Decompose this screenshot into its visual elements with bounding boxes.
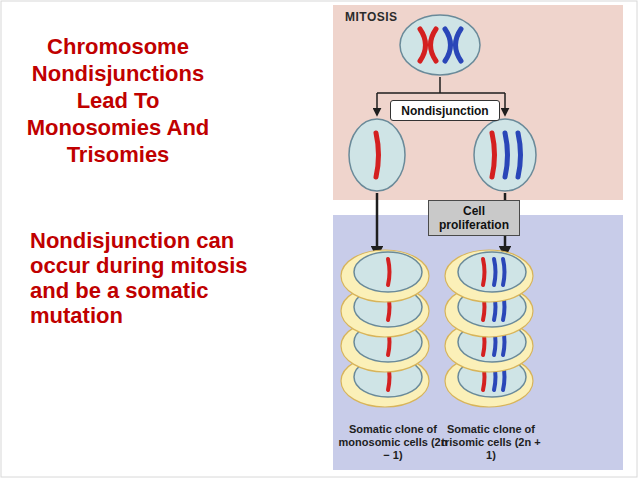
- trisomic-clone: [445, 250, 533, 407]
- bracket-stem: [439, 77, 441, 93]
- stage-panel: Somatic clone of monosomic cells (2n − 1…: [333, 215, 623, 470]
- process-label-box: Nondisjunction: [390, 100, 500, 121]
- trisomic-cell: [474, 119, 536, 191]
- node-label: Somatic clone of monosomic cells (2n − 1…: [337, 423, 449, 462]
- node-label: Somatic clone of trisomic cells (2n + 1): [435, 423, 547, 462]
- monosomic-clone: [341, 250, 429, 407]
- node-label: MITOSIS: [345, 10, 398, 24]
- bracket-arrow: [504, 93, 506, 115]
- proliferation-arrow: [504, 193, 507, 256]
- proliferation-arrow: [376, 193, 379, 256]
- bracket-arrow: [376, 93, 378, 115]
- slide-title: Chromosome Nondisjunctions Lead To Monos…: [18, 33, 218, 168]
- node-label: Cell proliferation: [429, 204, 519, 232]
- node-label: Nondisjunction: [401, 104, 488, 118]
- process-label-box: Cell proliferation: [428, 200, 520, 236]
- bracket-bar: [377, 92, 505, 94]
- stage-panel: MITOSIS Nondisjunction: [333, 5, 623, 200]
- parent-cell: [400, 15, 480, 75]
- body-note: Nondisjunction can occur during mitosis …: [30, 228, 265, 328]
- monosomic-cell: [349, 119, 405, 191]
